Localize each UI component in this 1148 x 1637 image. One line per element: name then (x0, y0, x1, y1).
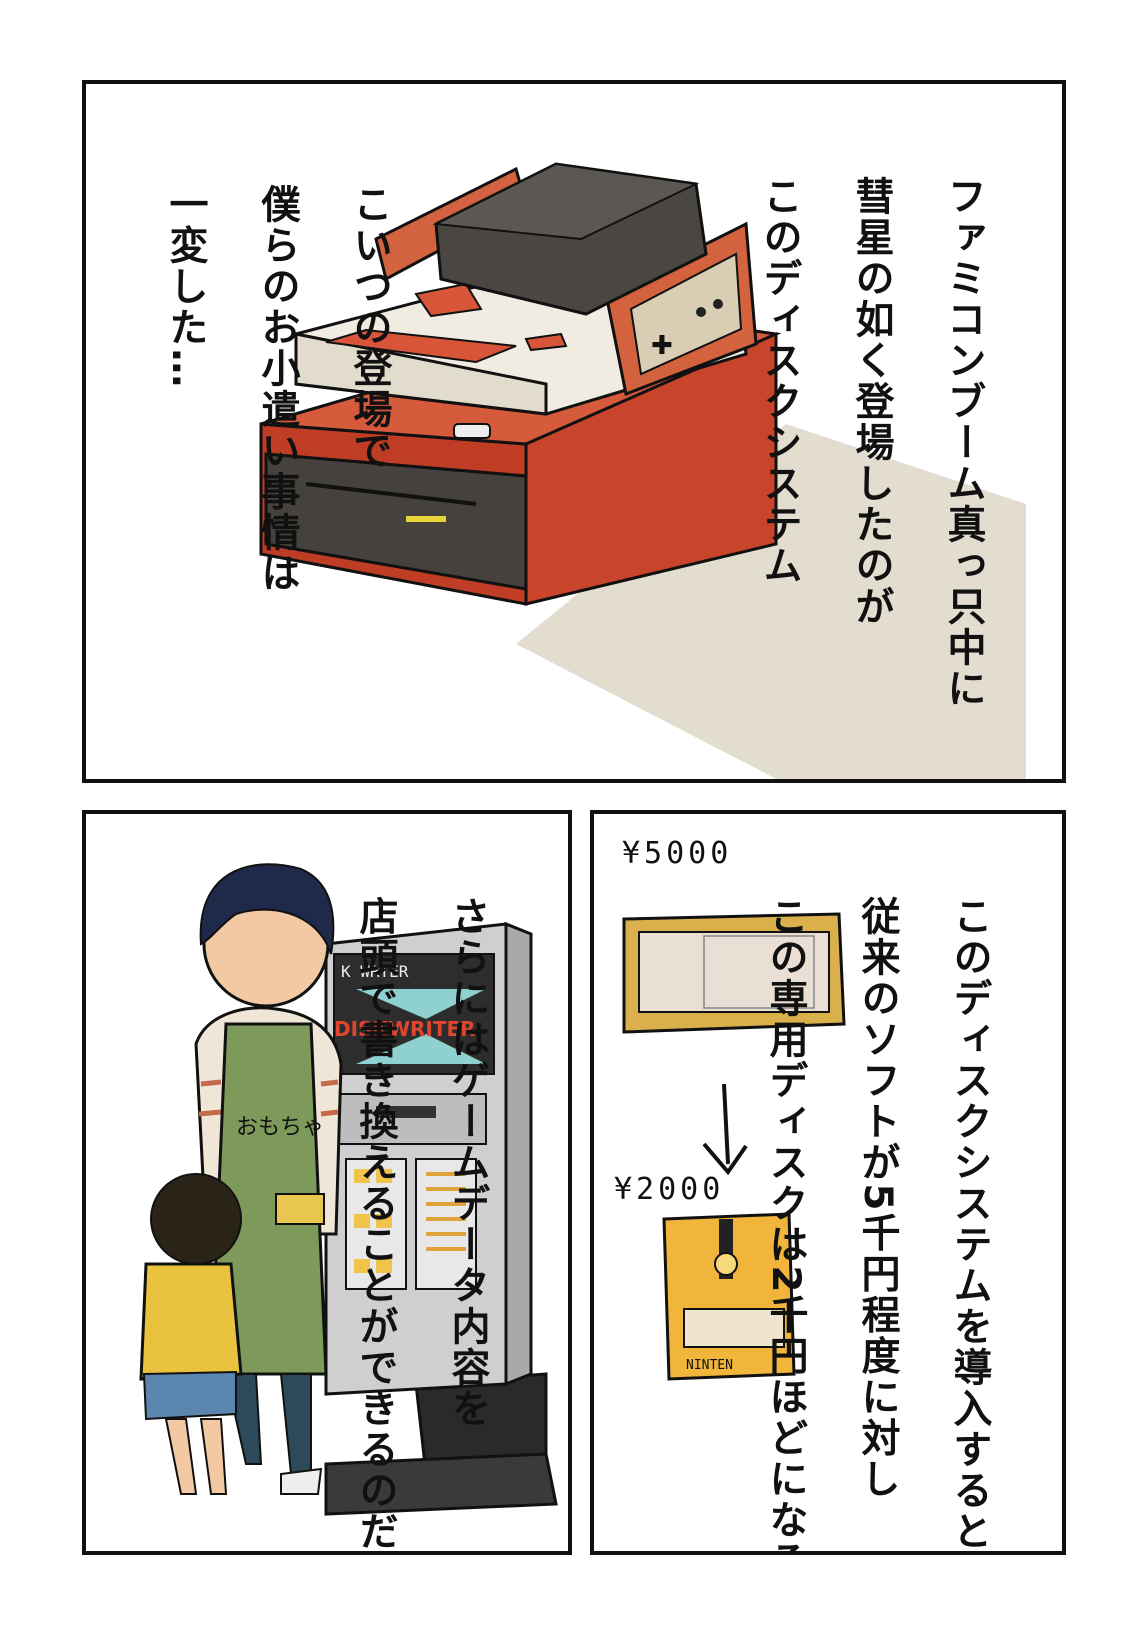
panel-1: ✚ ファミコンブーム真っ只中に 彗星の如く登場したのが このディスクシステム こ… (82, 80, 1066, 783)
price-disk: ¥2000 (614, 1172, 725, 1207)
caption-line: 僕らのお小遣い事情は (255, 184, 300, 595)
shop-clerk-illustration: K WRTER DISKWRITER おもちゃ (139, 863, 558, 1516)
caption: このディスクシステムを導入すると 従来のソフトが5千円程度に対し この専用ディス… (716, 834, 1038, 1555)
famicom-disk-system-illustration: ✚ (259, 162, 1026, 779)
caption-line: こいつの登場で (347, 184, 392, 472)
caption: さらにはゲームデータ内容を 店頭で書き換えることができるのだ (306, 834, 536, 1553)
panel-3: NINTEN ¥5000 ¥2000 このディスクシステムを導入すると 従来のソ… (590, 810, 1066, 1555)
machine-top-label: K WRTER (341, 962, 409, 981)
svg-text:✚: ✚ (651, 331, 673, 361)
price-comparison-illustration: NINTEN (622, 912, 846, 1381)
arrow-down-icon (722, 1083, 730, 1165)
caption-line: さらにはゲームデータ内容を (445, 896, 490, 1430)
caption-line: この専用ディスクは2千円ほどになる (763, 896, 808, 1555)
caption-left: こいつの登場で 僕らのお小遣い事情は 一変した… (116, 122, 438, 594)
caption-line: 一変した… (163, 184, 208, 390)
caption-line: このディスクシステムを導入すると (947, 896, 992, 1553)
caption-line: 従来のソフトが5千円程度に対し (855, 896, 900, 1500)
caption-line: 店頭で書き換えることができるのだ (353, 896, 398, 1553)
apron-label: おもちゃ (236, 1115, 324, 1140)
caption-right: ファミコンブーム真っ只中に 彗星の如く登場したのが このディスクシステム (710, 114, 1032, 709)
disk-label: NINTEN (686, 1358, 733, 1373)
caption-line: 彗星の如く登場したのが (849, 176, 894, 628)
panel-2: K WRTER DISKWRITER おもちゃ (82, 810, 572, 1555)
price-cartridge: ¥5000 (622, 836, 733, 871)
caption-line: ファミコンブーム真っ只中に (941, 176, 986, 710)
machine-label: DISKWRITER (334, 1017, 476, 1041)
caption-line: このディスクシステム (757, 176, 802, 587)
